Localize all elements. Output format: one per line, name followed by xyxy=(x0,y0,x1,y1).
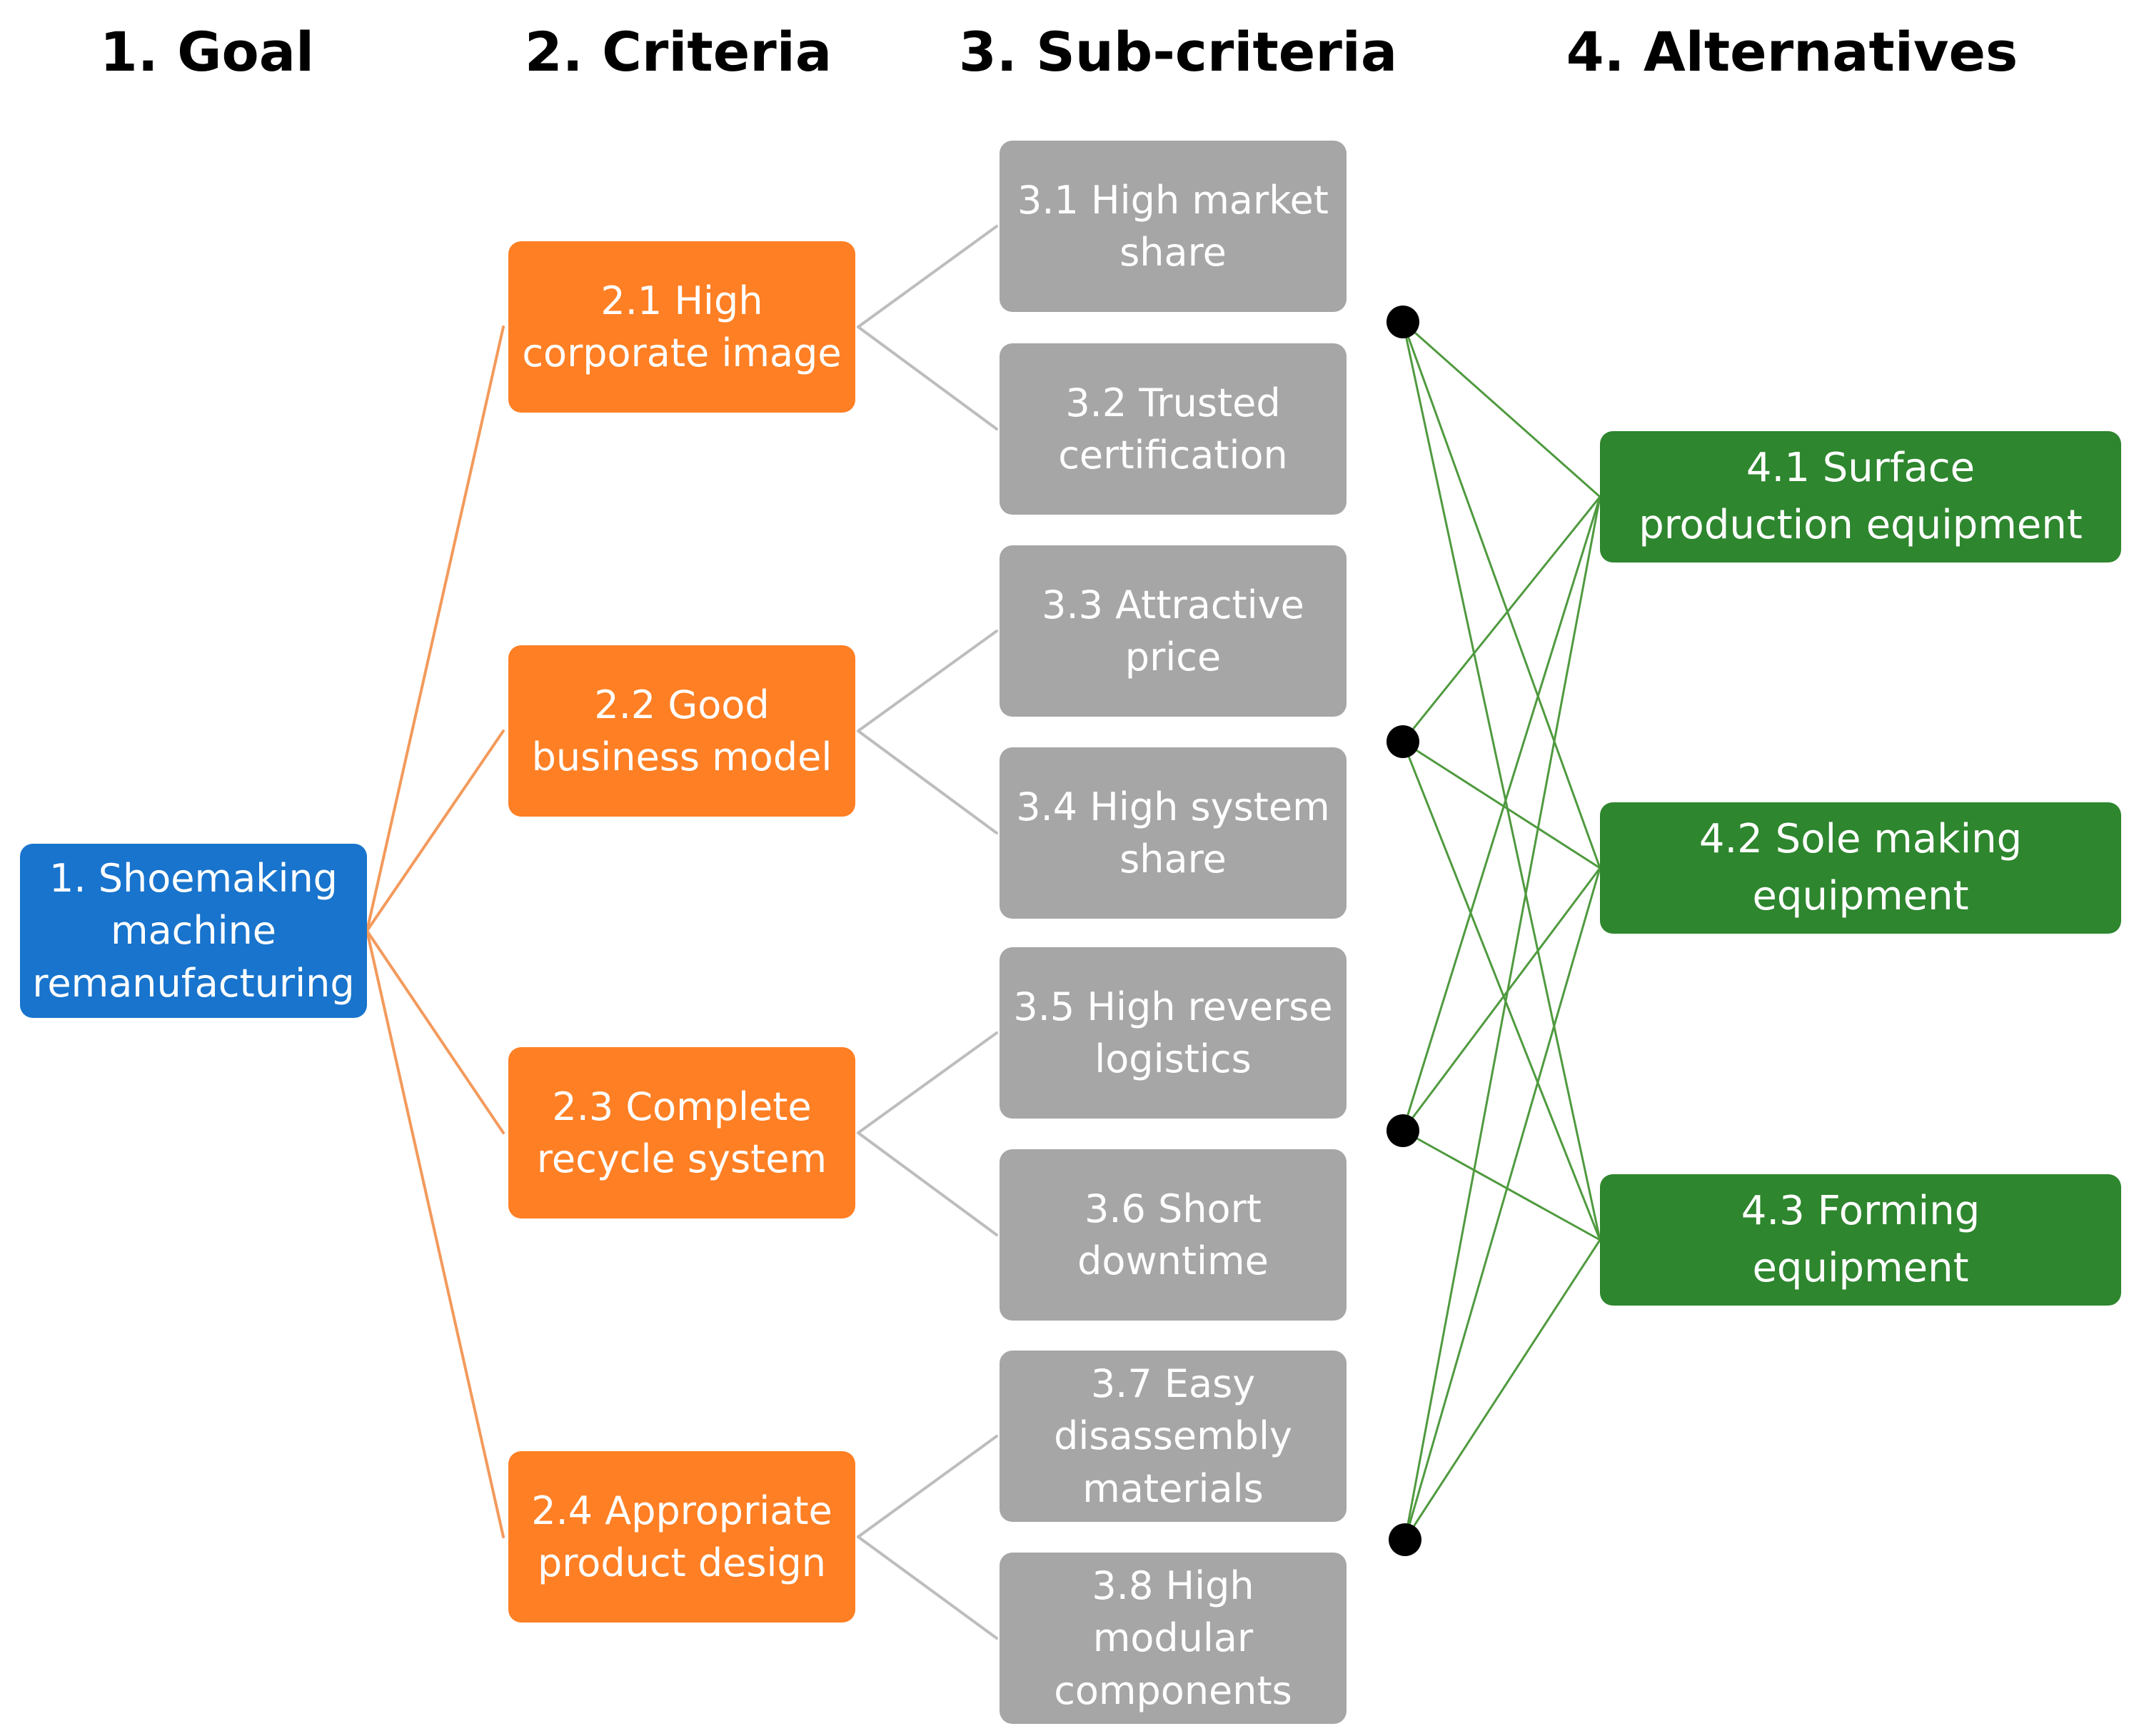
goal-criteria-link xyxy=(366,326,505,932)
criteria-node-2-2: 2.2 Good business model xyxy=(508,645,855,817)
goal-line: machine xyxy=(110,908,277,954)
sub-criteria-node-3-4: 3.4 High system share xyxy=(1000,747,1347,919)
alternative-line: 4.2 Sole making xyxy=(1698,816,2023,863)
sub-criteria-line: 3.2 Trusted xyxy=(1065,380,1281,425)
junction-alternative-link xyxy=(1401,740,1601,869)
criteria-line: corporate image xyxy=(522,330,842,375)
criteria-node-2-1: 2.1 High corporate image xyxy=(508,241,855,413)
alternative-node-4-3: 4.3 Forming equipment xyxy=(1600,1174,2121,1306)
sub-criteria-node-3-1: 3.1 High market share xyxy=(1000,141,1347,312)
sub-criteria-line: disassembly xyxy=(1054,1413,1292,1459)
criteria-sub-link xyxy=(857,1535,998,1640)
criteria-sub-link xyxy=(857,1435,998,1538)
goal-criteria-link xyxy=(366,929,505,1134)
alternative-line: equipment xyxy=(1752,1245,1969,1291)
goal-node: 1. Shoemaking machine remanufacturing xyxy=(20,844,367,1018)
junction-dot xyxy=(1389,1523,1421,1556)
criteria-sub-link xyxy=(857,326,998,430)
sub-criteria-node-3-7: 3.7 Easy disassembly materials xyxy=(1000,1351,1347,1522)
criteria-line: recycle system xyxy=(536,1136,827,1181)
sub-criteria-line: 3.3 Attractive xyxy=(1042,582,1304,627)
alternative-line: 4.3 Forming xyxy=(1741,1188,1980,1235)
goal-criteria-link xyxy=(366,929,505,1538)
criteria-sub-link xyxy=(857,1131,998,1236)
sub-criteria-line: 3.1 High market xyxy=(1017,177,1329,223)
junction-alternative-link xyxy=(1401,321,1601,498)
junction-alternative-link xyxy=(1401,321,1601,869)
sub-criteria-line: modular xyxy=(1092,1615,1254,1661)
criteria-line: 2.2 Good xyxy=(594,682,770,727)
sub-criteria-node-3-8: 3.8 High modular components xyxy=(1000,1553,1347,1724)
criteria-sub-link xyxy=(857,730,998,834)
junction-alternative-link xyxy=(1404,867,1601,1541)
sub-criteria-line: materials xyxy=(1082,1465,1264,1511)
sub-criteria-line: components xyxy=(1054,1667,1292,1713)
goal-line: remanufacturing xyxy=(32,960,355,1006)
sub-criteria-node-3-3: 3.3 Attractive price xyxy=(1000,545,1347,717)
junction-alternative-link xyxy=(1404,495,1601,1541)
criteria-node-2-3: 2.3 Complete recycle system xyxy=(508,1047,855,1218)
alternative-line: 4.1 Surface xyxy=(1746,445,1976,492)
sub-criteria-line: logistics xyxy=(1094,1036,1252,1081)
sub-criteria-line: share xyxy=(1119,837,1227,882)
criteria-sub-link xyxy=(857,630,998,732)
header-criteria: 2. Criteria xyxy=(524,19,832,84)
sub-criteria-line: price xyxy=(1124,635,1222,680)
criteria-line: 2.4 Appropriate xyxy=(531,1488,832,1533)
junction-alternative-link xyxy=(1401,495,1601,743)
sub-criteria-line: 3.6 Short xyxy=(1084,1186,1262,1231)
criteria-line: 2.1 High xyxy=(600,278,763,323)
sub-criteria-line: 3.7 Easy xyxy=(1090,1361,1256,1406)
junction-dot xyxy=(1386,1114,1419,1147)
sub-criteria-line: 3.5 High reverse xyxy=(1013,984,1333,1029)
junction-alternative-link xyxy=(1404,1238,1601,1541)
header-goal: 1. Goal xyxy=(99,19,315,84)
header-alternatives: 4. Alternatives xyxy=(1566,19,2018,84)
criteria-line: business model xyxy=(531,735,832,779)
sub-criteria-node-3-5: 3.5 High reverse logistics xyxy=(1000,947,1347,1119)
sub-criteria-line: 3.4 High system xyxy=(1016,784,1330,829)
goal-line: 1. Shoemaking xyxy=(49,855,338,901)
junction-alternative-link xyxy=(1401,1129,1601,1241)
criteria-node-2-4: 2.4 Appropriate product design xyxy=(508,1451,855,1623)
junction-alternative-link xyxy=(1401,321,1601,1241)
criteria-line: 2.3 Complete xyxy=(552,1084,812,1129)
sub-criteria-line: certification xyxy=(1058,433,1288,478)
sub-criteria-node-3-2: 3.2 Trusted certification xyxy=(1000,343,1347,515)
sub-criteria-line: share xyxy=(1119,230,1227,275)
sub-criteria-line: 3.8 High xyxy=(1092,1563,1254,1608)
junction-dot xyxy=(1386,725,1419,758)
junction-alternative-link xyxy=(1401,740,1601,1241)
alternative-node-4-2: 4.2 Sole making equipment xyxy=(1600,802,2121,934)
criteria-sub-link xyxy=(857,225,998,328)
sub-criteria-node-3-6: 3.6 Short downtime xyxy=(1000,1149,1347,1321)
alternative-line: production equipment xyxy=(1639,502,2083,548)
criteria-line: product design xyxy=(538,1540,826,1585)
header-sub-criteria: 3. Sub-criteria xyxy=(958,19,1398,84)
alternative-node-4-1: 4.1 Surface production equipment xyxy=(1600,431,2121,562)
junction-dot xyxy=(1386,306,1419,338)
junction-alternative-link xyxy=(1401,495,1601,1132)
alternative-line: equipment xyxy=(1752,873,1969,919)
junction-alternative-link xyxy=(1401,867,1601,1132)
goal-criteria-link xyxy=(366,730,505,932)
sub-criteria-line: downtime xyxy=(1077,1238,1269,1283)
criteria-sub-link xyxy=(857,1031,998,1134)
